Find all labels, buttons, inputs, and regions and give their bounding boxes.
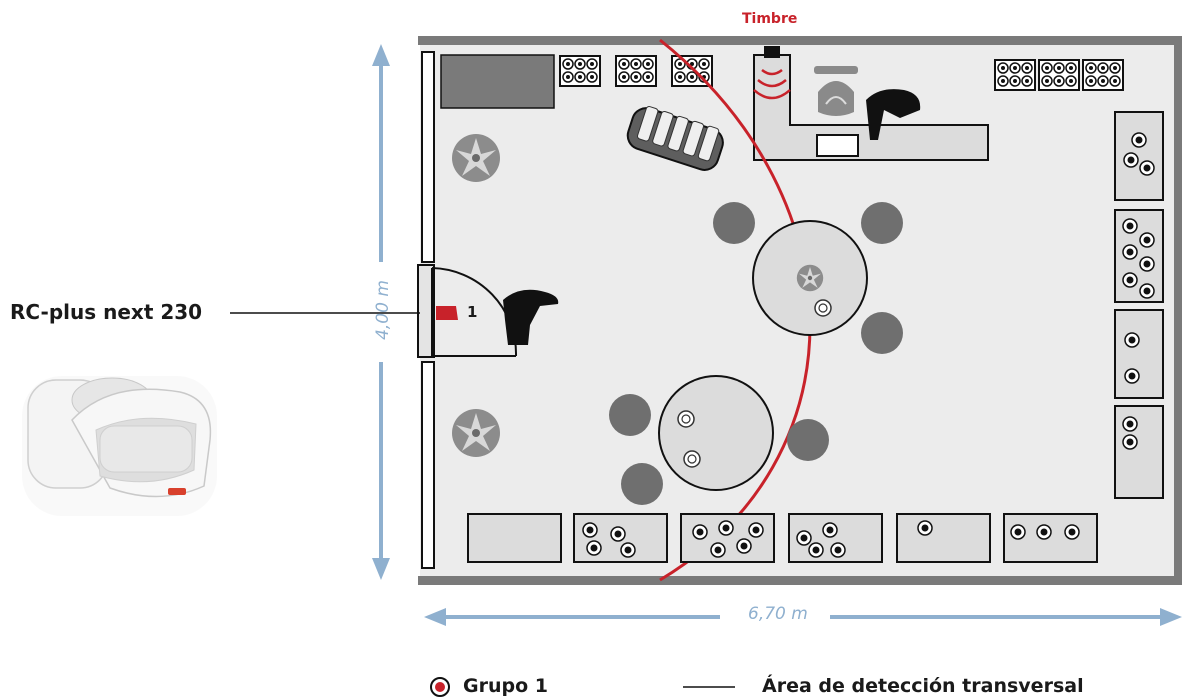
legend-group-label: Grupo 1 <box>463 675 548 697</box>
legend-detection-area-label: Área de detección transversal <box>762 675 1084 697</box>
width-dimension-label: 6,70 m <box>748 604 808 624</box>
doorbell-label: Timbre <box>742 11 798 27</box>
sensor-number-label: 1 <box>467 303 478 321</box>
sensor-name-label: RC-plus next 230 <box>10 300 203 324</box>
height-dimension-label: 4,00 m <box>373 280 393 340</box>
